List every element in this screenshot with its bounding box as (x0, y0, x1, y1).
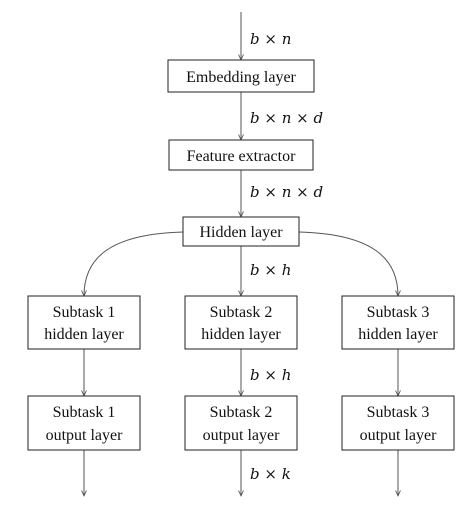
feature-extractor-label: Feature extractor (187, 148, 297, 165)
subtask2-hidden-layer-node: Subtask 2 hidden layer (184, 295, 298, 350)
dimension-label-after-embedding: b × n × d (250, 109, 323, 127)
subtask1-output-label-line2: output layer (46, 427, 124, 444)
subtask2-hidden-label-line1: Subtask 2 (210, 304, 273, 321)
subtask1-hidden-layer-node: Subtask 1 hidden layer (27, 295, 141, 350)
subtask2-output-label-line1: Subtask 2 (210, 404, 273, 421)
dimension-label-after-feature: b × n × d (250, 183, 323, 201)
subtask3-output-label-line1: Subtask 3 (367, 404, 430, 421)
subtask3-hidden-label-line2: hidden layer (358, 326, 438, 343)
subtask1-hidden-label-line2: hidden layer (44, 326, 124, 343)
subtask1-output-label-line1: Subtask 1 (53, 404, 116, 421)
dimension-label-after-hidden: b × h (250, 261, 291, 279)
subtask1-output-layer-node: Subtask 1 output layer (27, 395, 141, 451)
dimension-label-input: b × n (250, 30, 291, 48)
embedding-layer-label: Embedding layer (186, 69, 296, 86)
hidden-layer-label: Hidden layer (199, 224, 283, 241)
subtask3-hidden-label-line1: Subtask 3 (367, 304, 430, 321)
feature-extractor-node: Feature extractor (168, 139, 314, 171)
dimension-labels: b × n b × n × d b × n × d b × h b × h b … (250, 30, 323, 483)
subtask2-hidden-label-line2: hidden layer (201, 326, 281, 343)
edges (84, 12, 398, 496)
subtask3-output-layer-node: Subtask 3 output layer (341, 395, 455, 451)
subtask2-output-label-line2: output layer (203, 427, 281, 444)
dimension-label-after-output: b × k (250, 465, 291, 483)
edge-hidden-to-subtask3-hidden (298, 231, 398, 296)
edge-hidden-to-subtask1-hidden (84, 231, 184, 296)
subtask3-output-label-line2: output layer (360, 427, 438, 444)
subtask3-hidden-layer-node: Subtask 3 hidden layer (341, 295, 455, 350)
subtask2-output-layer-node: Subtask 2 output layer (184, 395, 298, 451)
dimension-label-after-subtask-hidden: b × h (250, 366, 291, 384)
hidden-layer-node: Hidden layer (182, 216, 300, 247)
subtask1-hidden-label-line1: Subtask 1 (53, 304, 116, 321)
embedding-layer-node: Embedding layer (167, 59, 315, 93)
